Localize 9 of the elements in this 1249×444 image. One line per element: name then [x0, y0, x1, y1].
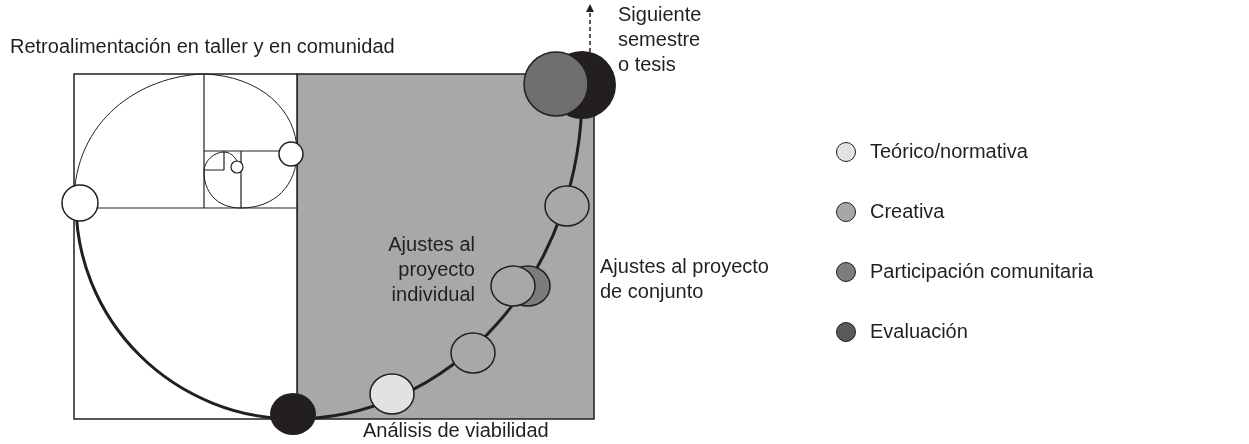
legend-label: Evaluación [870, 320, 968, 343]
annotation-text: Análisis de viabilidad [363, 418, 550, 443]
annotation-text: Ajustes al proyecto de conjunto [600, 254, 770, 304]
annotation-text: Siguiente semestre o tesis [618, 2, 703, 77]
annotation-text: Retroalimentación en taller y en comunidad [10, 34, 396, 59]
annotation-text: Ajustes al proyecto individual [387, 232, 475, 307]
legend-label: Participación comunitaria [870, 260, 1094, 283]
legend-label: Creativa [870, 200, 945, 223]
legend-label: Teórico/normativa [870, 140, 1028, 163]
